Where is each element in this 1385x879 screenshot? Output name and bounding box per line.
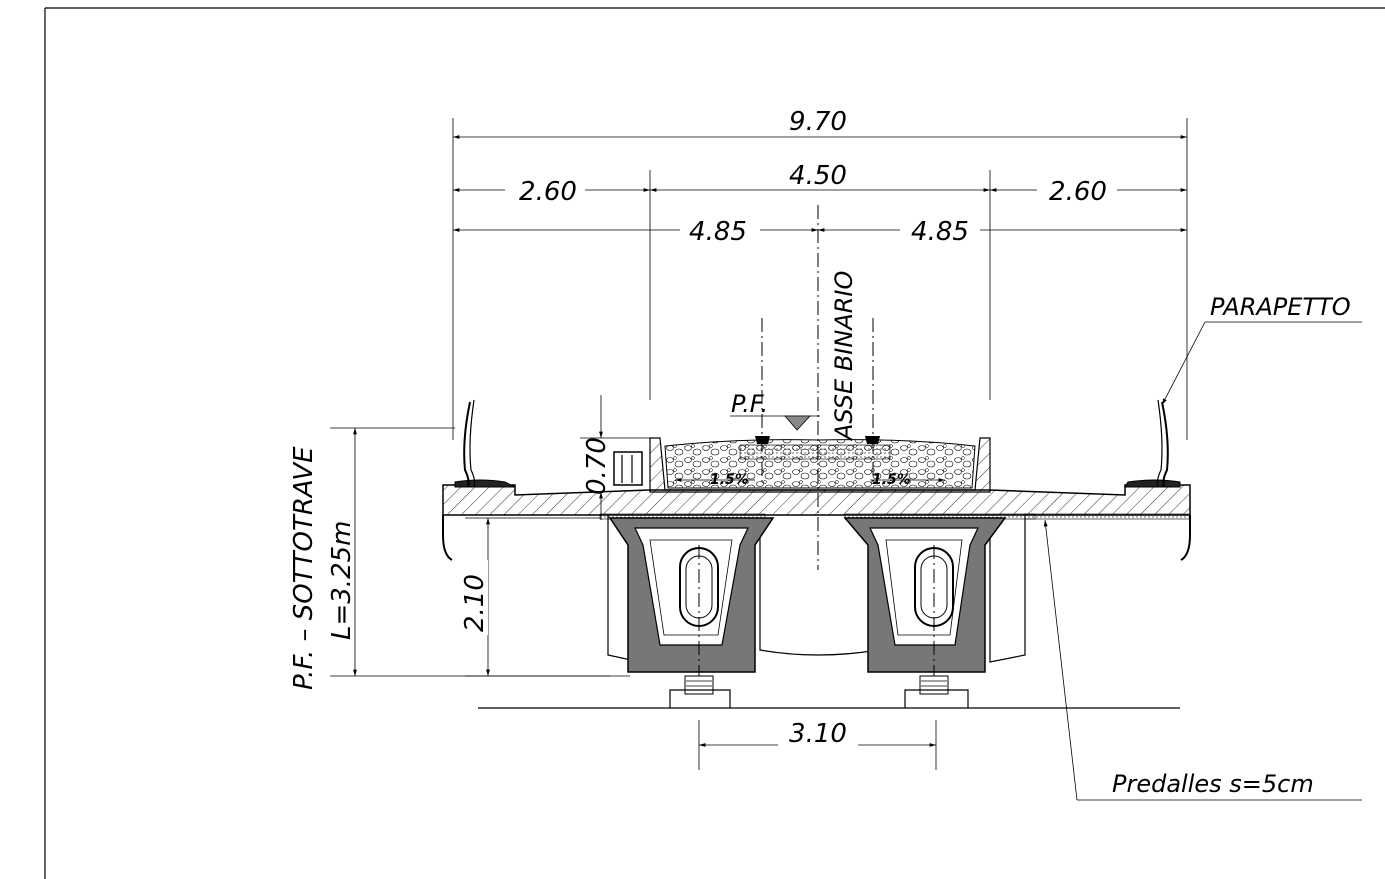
slope-indicators: 1.5% 1.5%	[675, 472, 945, 488]
u-beam-right	[843, 517, 1007, 695]
ballast-trough	[649, 436, 991, 493]
pier-cap	[478, 689, 1180, 709]
predalles-label: Predalles s=5cm	[1112, 770, 1314, 798]
walkway-left	[454, 399, 643, 488]
rail-level-marker: P.F.	[730, 390, 820, 431]
sheet-border	[44, 7, 1385, 879]
rail-level-label: P.F.	[731, 390, 768, 418]
dimension-soffit: P.F. – SOTTOTRAVE L=3.25m	[289, 427, 610, 690]
dimension-overall-label: 9.70	[789, 107, 847, 137]
soffit-label-line2: L=3.25m	[327, 521, 357, 641]
dimension-overall: 9.70	[452, 107, 1188, 440]
dimension-ballast-depth: 0.70	[580, 395, 650, 520]
slope-right-label: 1.5%	[872, 472, 911, 488]
dimension-row-halves: 4.85 4.85	[453, 216, 1187, 247]
dimension-left-half-label: 4.85	[689, 217, 747, 247]
deck-slab	[442, 484, 1191, 561]
dimension-ballast-width-label: 4.50	[789, 161, 847, 191]
track-axis: ASSE BINARIO	[761, 205, 874, 570]
dimension-right-walkway-label: 2.60	[1049, 177, 1107, 207]
cable-duct-box	[613, 451, 643, 486]
soffit-label-line1: P.F. – SOTTOTRAVE	[289, 446, 319, 690]
dimension-beam-spacing-label: 3.10	[789, 719, 847, 749]
dimension-ballast-depth-label: 0.70	[582, 437, 612, 495]
slope-left-label: 1.5%	[710, 472, 749, 488]
walkway-right	[1124, 399, 1181, 488]
track-axis-label: ASSE BINARIO	[830, 271, 858, 442]
dimension-right-half-label: 4.85	[911, 217, 969, 247]
dimension-beam-spacing: 3.10	[698, 719, 937, 770]
predalles-callout: Predalles s=5cm	[1043, 519, 1362, 801]
dimension-left-walkway-label: 2.60	[519, 177, 577, 207]
u-beam-left	[608, 517, 775, 695]
parapet-callout: PARAPETTO	[1161, 293, 1362, 406]
dimension-beam-depth-label: 2.10	[460, 574, 490, 632]
dimension-row-second: 2.60 4.50 2.60	[453, 161, 1187, 400]
dimension-beam-depth: 2.10	[460, 517, 630, 677]
parapet-label: PARAPETTO	[1210, 293, 1351, 321]
